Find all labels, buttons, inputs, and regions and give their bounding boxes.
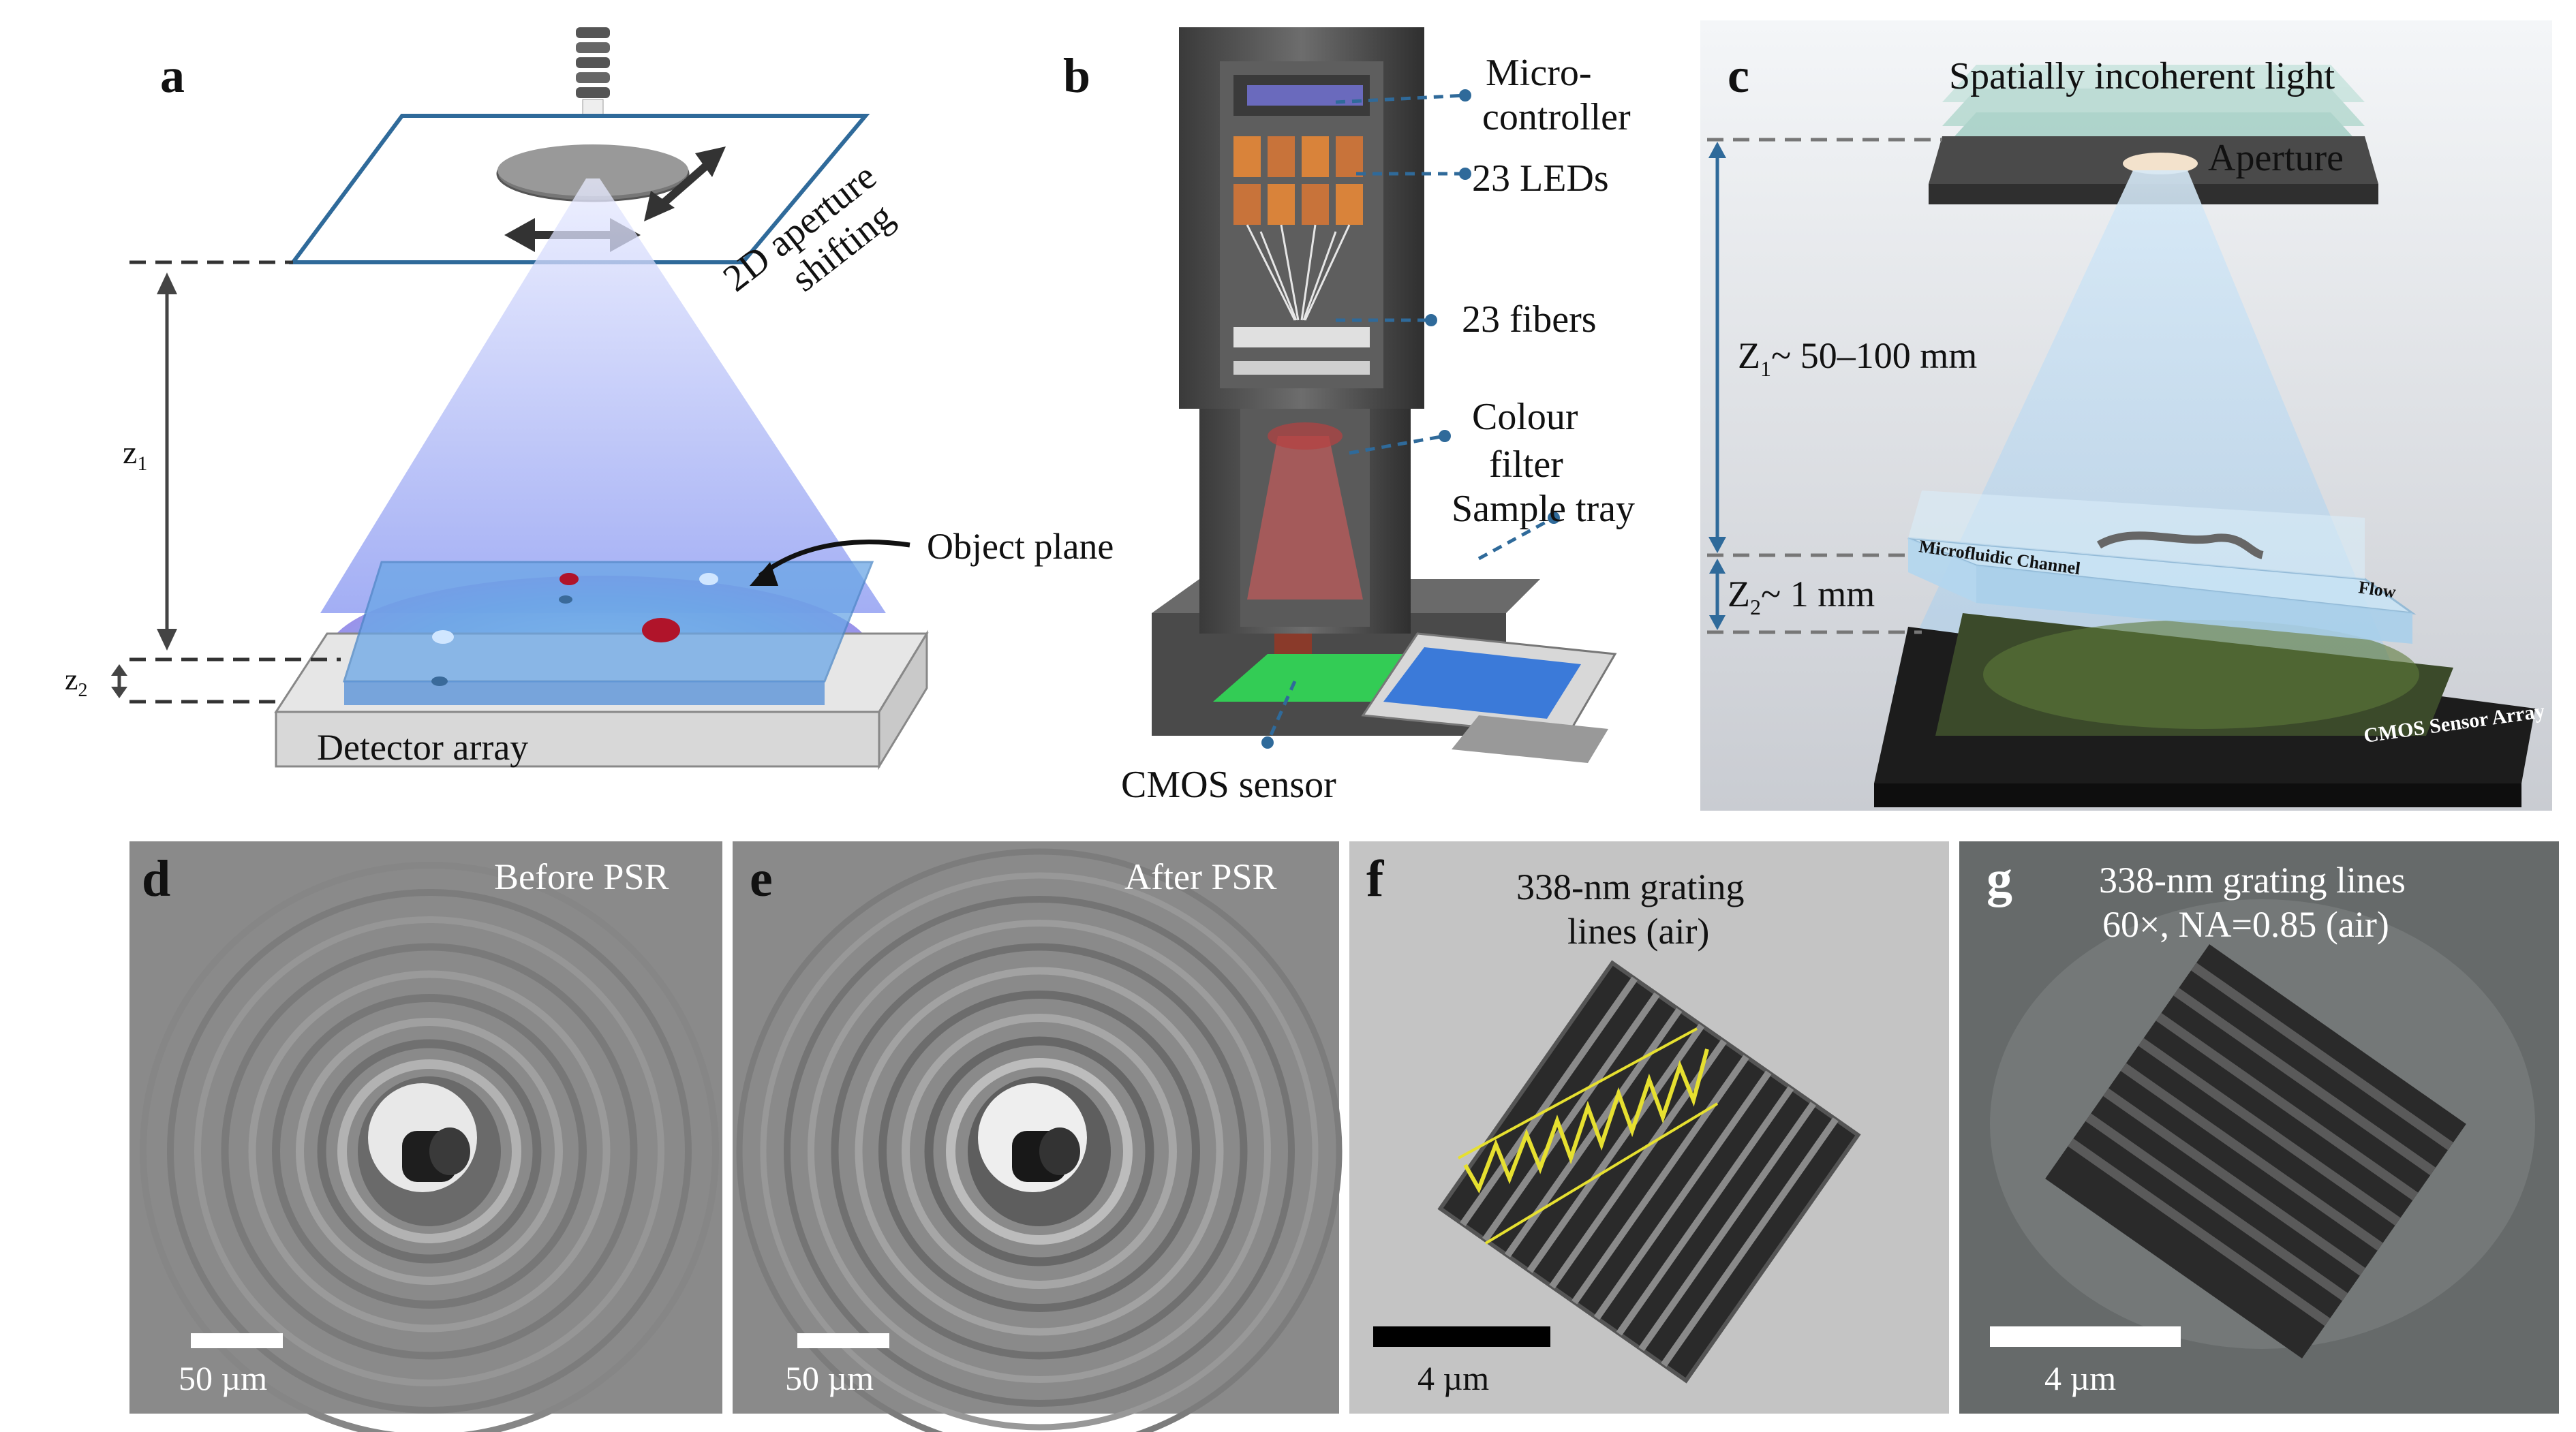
- panel-f-title-1: 338-nm grating: [1516, 867, 1744, 907]
- sample-worm: [2096, 531, 2264, 559]
- grating-g: [2045, 944, 2466, 1358]
- light-label: Spatially incoherent light: [1949, 55, 2335, 97]
- aperture-hole: [2123, 153, 2198, 174]
- panel-b-letter: b: [1063, 48, 1090, 103]
- colour-filter-label-2: filter: [1489, 443, 1563, 486]
- panel-f-scale-label: 4 µm: [1417, 1359, 1489, 1397]
- panel-e-scale-bar: [797, 1333, 889, 1348]
- panel-c: c Spatially incoherent light Aperture CM…: [1700, 20, 2552, 811]
- aperture-label: Aperture: [2208, 137, 2344, 179]
- z2-label: z2: [65, 663, 88, 701]
- panel-d-scale-bar: [191, 1333, 283, 1348]
- fibers-label: 23 fibers: [1462, 298, 1597, 341]
- led-array: [1233, 136, 1363, 225]
- panel-d-letter: d: [142, 850, 170, 907]
- grating-f: [1437, 960, 1861, 1384]
- illumination-cone: [320, 178, 886, 613]
- panel-g-title-2: 60×, NA=0.85 (air): [2102, 904, 2389, 945]
- panel-c-letter: c: [1728, 48, 1749, 103]
- microcontroller-board: [1247, 85, 1363, 106]
- panel-e-title: After PSR: [1124, 856, 1277, 897]
- c-z2-label: Z2~ 1 mm: [1728, 574, 1875, 619]
- panel-f: f 338-nm grating lines (air) 4 µm: [1349, 841, 1949, 1414]
- sample-tray-label: Sample tray: [1452, 488, 1635, 530]
- microcontroller-label-2: controller: [1482, 96, 1631, 138]
- panel-e: e After PSR 50 µm: [733, 841, 1343, 1432]
- panel-f-letter: f: [1366, 850, 1385, 907]
- panel-g-title-1: 338-nm grating lines: [2099, 860, 2406, 901]
- panel-d-scale-label: 50 µm: [179, 1359, 267, 1397]
- panel-g: g 338-nm grating lines 60×, NA=0.85 (air…: [1959, 841, 2559, 1414]
- colour-filter: [1247, 436, 1363, 600]
- colour-filter-label-1: Colour: [1472, 396, 1578, 438]
- panel-d: d Before PSR 50 µm: [129, 841, 722, 1432]
- panel-f-scale-bar: [1373, 1326, 1550, 1347]
- hologram-rings-e: [736, 848, 1343, 1432]
- leds-label: 23 LEDs: [1472, 157, 1609, 200]
- b-leader-lines: [1266, 93, 1555, 744]
- panel-a: a 2D aperture shifting: [65, 27, 1114, 771]
- panel-a-letter: a: [160, 48, 185, 103]
- object-slab: [342, 561, 874, 683]
- panel-g-scale-bar: [1990, 1326, 2181, 1347]
- panel-g-letter: g: [1987, 850, 2012, 907]
- microcontroller-label-1: Micro-: [1486, 52, 1592, 94]
- intensity-profile: [1458, 1027, 1719, 1245]
- c-z1-label: Z1~ 50–100 mm: [1738, 335, 1977, 381]
- fiber-bundle: [1246, 224, 1351, 321]
- panel-e-letter: e: [750, 850, 773, 907]
- z1-label: z1: [123, 435, 147, 475]
- hologram-rings-d: [140, 862, 719, 1432]
- panel-b: b: [1063, 27, 1635, 806]
- panel-e-scale-label: 50 µm: [785, 1359, 874, 1397]
- panel-d-title: Before PSR: [494, 856, 669, 897]
- object-plane-label: Object plane: [927, 526, 1114, 567]
- detector-array-label: Detector array: [317, 727, 528, 768]
- cmos-sensor-label: CMOS sensor: [1121, 764, 1336, 806]
- object-plane-arrow: [758, 540, 910, 578]
- panel-f-title-2: lines (air): [1567, 911, 1709, 952]
- panel-g-scale-label: 4 µm: [2044, 1359, 2116, 1397]
